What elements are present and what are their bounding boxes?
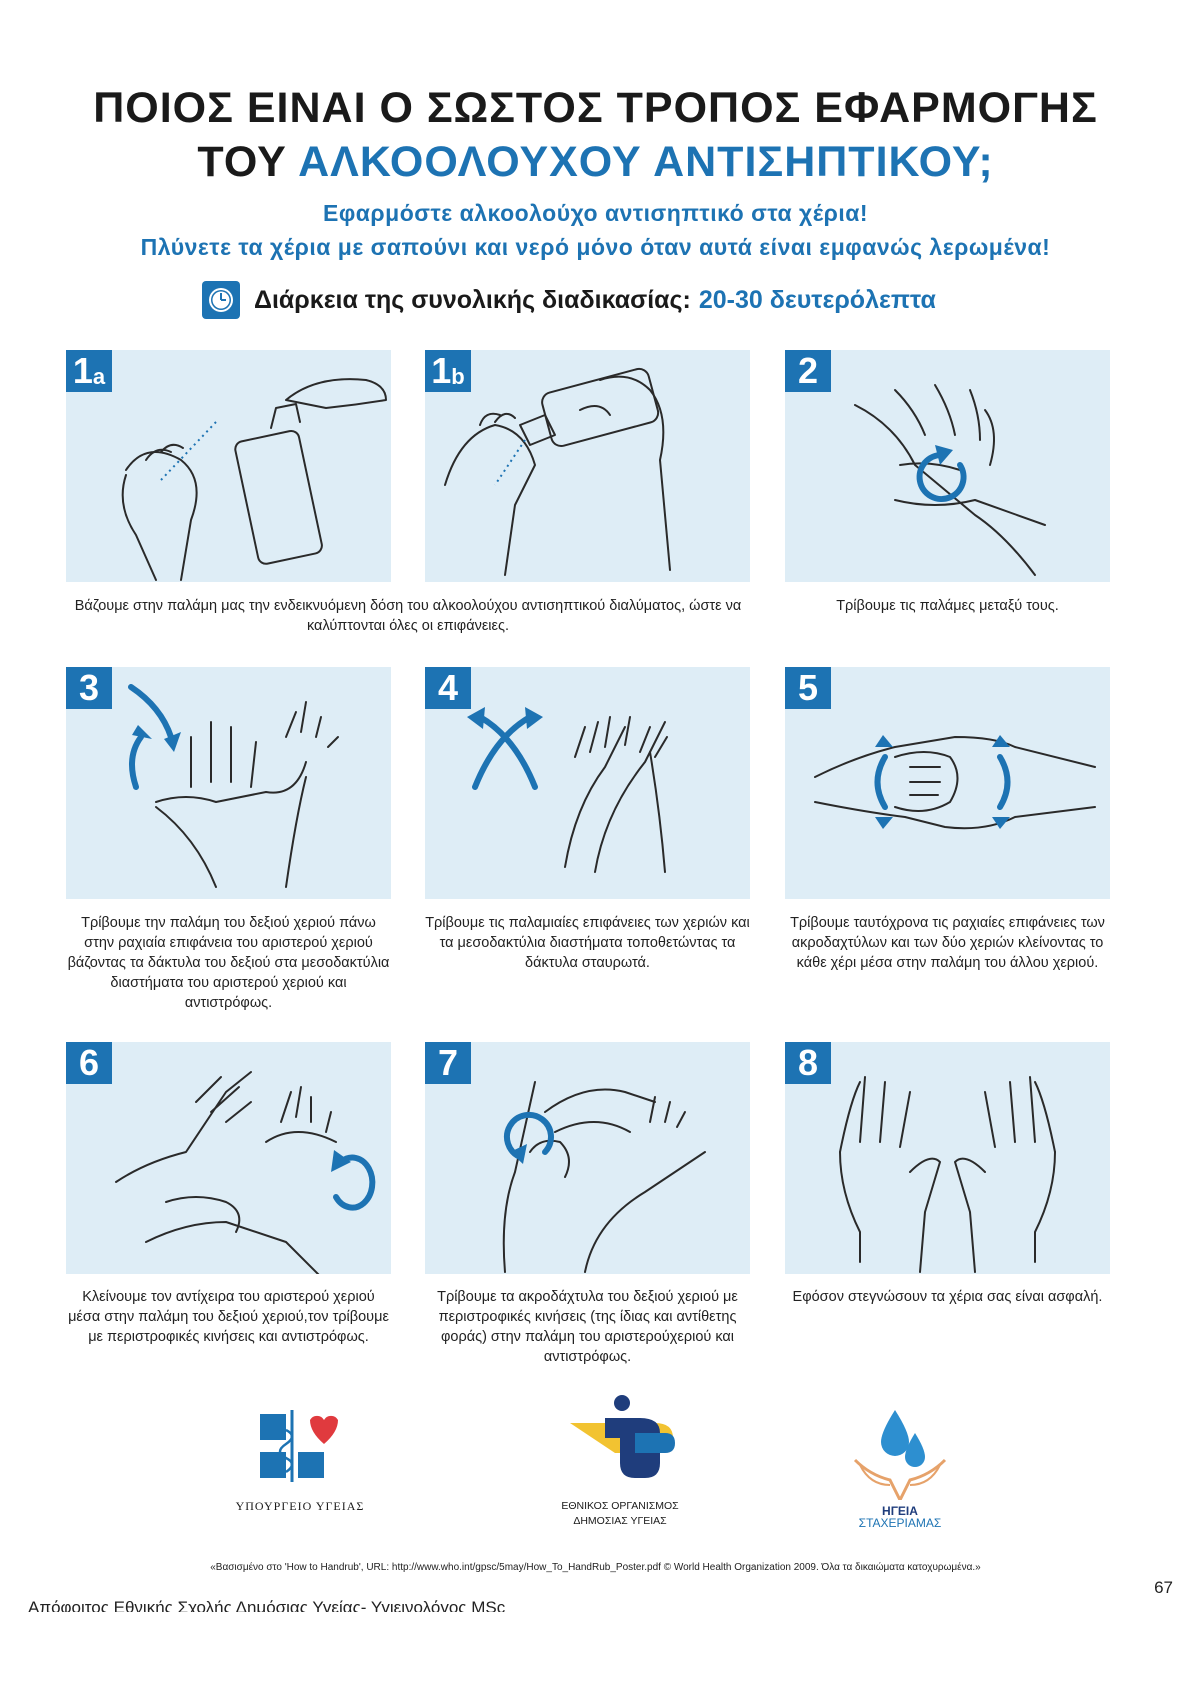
fingertips-rotation-illustration (502, 1081, 706, 1273)
eody-name-line1: ΕΘΝΙΚΟΣ ΟΡΓΑΝΙΣΜΟΣ (561, 1500, 679, 1512)
step-8-panel: 8 (785, 1042, 1110, 1274)
step-number-badge: 8 (785, 1042, 831, 1084)
campaign-name-line1: ΗΓΕΙΑ (882, 1504, 918, 1518)
step-number-badge: 7 (425, 1042, 471, 1084)
step-number-badge: 6 (66, 1042, 112, 1084)
thumb-rotation-illustration (115, 1071, 376, 1274)
step-2-panel: 2 (785, 350, 1110, 582)
campaign-name-line2: ΣΤΑΧΕΡΙΑΜΑΣ (858, 1516, 942, 1530)
page-title-line1: ΠΟΙΟΣ ΕΙΝΑΙ Ο ΣΩΣΤΟΣ ΤΡΟΠΟΣ ΕΦΑΡΜΟΓΗΣ (93, 84, 1098, 132)
title-prefix: ΤΟΥ (197, 138, 287, 186)
step-5-caption: Τρίβουμε ταυτόχρονα τις ραχιαίες επιφάνε… (790, 915, 1105, 971)
step-4-caption: Τρίβουμε τις παλαμιαίες επιφάνειες των χ… (425, 915, 750, 971)
duration-row: Διάρκεια της συνολικής διαδικασίας: 20-3… (202, 280, 936, 320)
hand-bottle-illustration (444, 367, 671, 576)
step-4-panel: 4 (425, 667, 750, 899)
step-6-caption: Κλείνουμε τον αντίχειρα του αριστερού χε… (68, 1289, 389, 1345)
fingers-locked-illustration (814, 735, 1096, 830)
interlaced-fingers-illustration (467, 707, 668, 873)
who-credit: «Βασισμένο στο 'How to Handrub', URL: ht… (210, 1562, 981, 1573)
subtitle-line2: Πλύνετε τα χέρια με σαπούνι και νερό μόν… (140, 234, 1051, 260)
step-5-panel: 5 (785, 667, 1110, 899)
eody-name-line2: ΔΗΜΟΣΙΑΣ ΥΓΕΙΑΣ (573, 1515, 667, 1527)
campaign-logo: ΗΓΕΙΑ ΣΤΑΧΕΡΙΑΜΑΣ (830, 1405, 970, 1530)
eody-symbol-icon (570, 1395, 675, 1478)
hand-dispenser-illustration (121, 378, 387, 581)
step-number-badge: 2 (785, 350, 831, 392)
ministry-cross-icon (260, 1410, 338, 1482)
step-8-caption: Εφόσον στεγνώσουν τα χέρια σας είναι ασφ… (792, 1289, 1103, 1305)
ministry-name: ΥΠΟΥΡΓΕΙΟ ΥΓΕΙΑΣ (235, 1499, 365, 1513)
author-footer-text: Απόφοιτος Εθνικής Σχολής Δημόσιας Υγείας… (28, 1598, 506, 1612)
water-drops-hands-icon (853, 1410, 947, 1501)
palms-rubbing-illustration (854, 384, 1046, 576)
step-7-panel: 7 (425, 1042, 750, 1274)
step-3-panel: 3 (66, 667, 391, 899)
step-7-caption: Τρίβουμε τα ακροδάχτυλα του δεξιού χεριο… (437, 1289, 738, 1365)
duration-label: Διάρκεια της συνολικής διαδικασίας: (254, 285, 691, 314)
step-2-caption: Τρίβουμε τις παλάμες μεταξύ τους. (836, 598, 1059, 614)
step-number-badge: 3 (66, 667, 112, 709)
step-6-panel: 6 (66, 1042, 391, 1274)
step-3-caption: Τρίβουμε την παλάμη του δεξιού χεριού πά… (67, 915, 390, 1011)
dry-hands-illustration (839, 1076, 1056, 1273)
step-1-caption: Βάζουμε στην παλάμη μας την ενδεικνυόμεν… (74, 598, 742, 634)
clock-icon (202, 281, 240, 319)
step-number-badge: 4 (425, 667, 471, 709)
title-highlight: ΑΛΚΟΟΛΟΥΧΟΥ ΑΝΤΙΣΗΠΤΙΚΟΥ; (298, 138, 994, 186)
back-of-hand-illustration (128, 684, 339, 888)
subtitle-line1: Εφαρμόστε αλκοολούχο αντισηπτικό στα χέρ… (322, 200, 869, 226)
page-title-line2: ΤΟΥ ΑΛΚΟΟΛΟΥΧΟΥ ΑΝΤΙΣΗΠΤΙΚΟΥ; (0, 136, 1191, 188)
step-number-badge: 5 (785, 667, 831, 709)
ministry-of-health-logo: ΥΠΟΥΡΓΕΙΟ ΥΓΕΙΑΣ (200, 1410, 400, 1514)
duration-value: 20-30 δευτερόλεπτα (698, 285, 936, 314)
eody-logo: ΕΘΝΙΚΟΣ ΟΡΓΑΝΙΣΜΟΣ ΔΗΜΟΣΙΑΣ ΥΓΕΙΑΣ (520, 1393, 720, 1527)
page-number: 67 (1154, 1578, 1173, 1597)
